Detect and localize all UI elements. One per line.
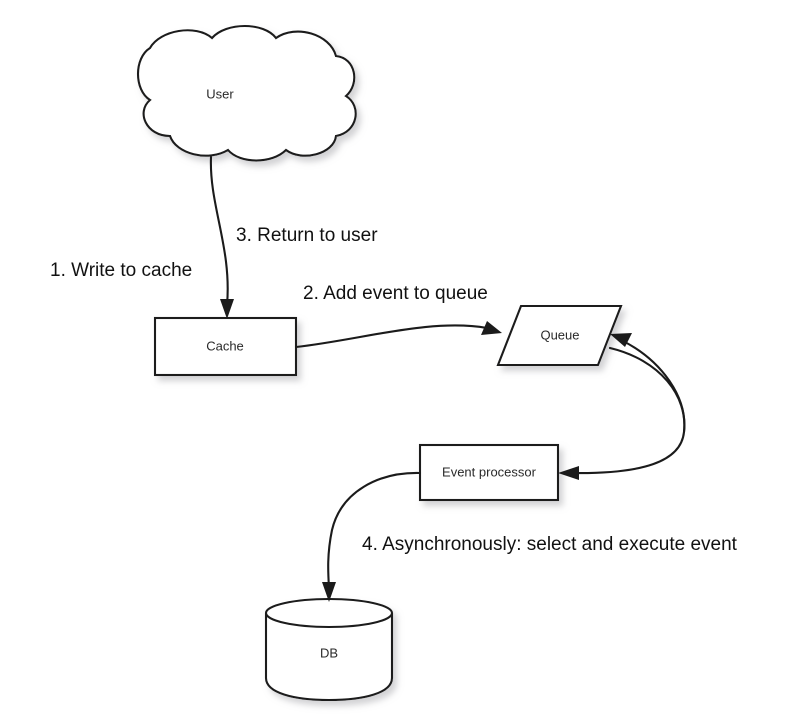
edge-queue-to-event-processor-line [570,346,686,475]
db-top-ellipse [264,597,394,629]
node-user-label: User [206,86,234,101]
step-label-3: 3. Return to user [236,225,378,246]
edge-event-processor-to-queue-line [621,339,686,434]
edge-event-processor-to-db-line [327,471,422,590]
step-label-4: 4. Asynchronously: select and execute ev… [362,534,738,555]
edge-event-processor-to-queue [610,333,686,434]
node-queue[interactable]: Queue [496,304,623,367]
edge-event-processor-to-db-arrowhead [322,582,336,602]
node-db-label: DB [320,645,338,660]
edge-queue-to-event-processor-arrowhead [558,466,579,480]
node-cache[interactable]: Cache [153,316,298,377]
node-cache-label: Cache [206,338,244,353]
edge-cache-to-queue-arrowhead [481,321,502,335]
node-event-processor[interactable]: Event processor [418,443,560,502]
cache-shape [153,316,298,377]
edge-user-to-cache [209,155,234,319]
edge-queue-to-event-processor [558,346,686,480]
node-event-processor-label: Event processor [442,464,537,479]
node-db[interactable]: DB [264,597,394,702]
queue-shape [496,304,623,367]
edge-user-to-cache-line [209,155,229,307]
edge-user-to-cache-arrowhead [220,299,234,319]
edge-event-processor-to-db [322,471,422,602]
step-label-1: 1. Write to cache [50,260,192,281]
node-queue-label: Queue [540,327,579,342]
edge-cache-to-queue-line [294,324,489,349]
node-user[interactable]: User [137,25,357,162]
edge-event-processor-to-queue-arrowhead [610,333,632,347]
edge-cache-to-queue [294,321,502,349]
step-label-2: 2. Add event to queue [303,283,488,304]
cloud-shape [137,25,357,162]
db-body-shape [264,612,394,702]
